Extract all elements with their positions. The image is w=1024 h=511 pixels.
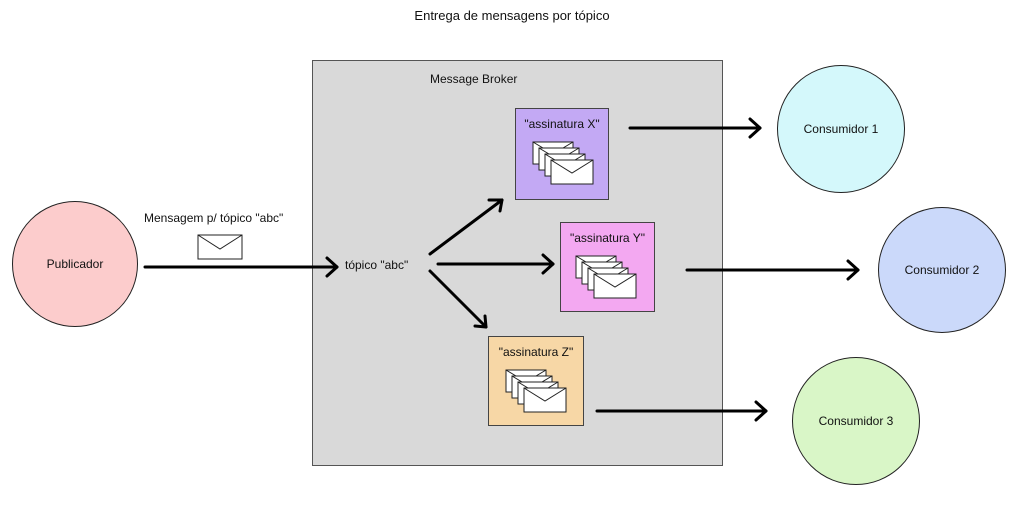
subscription-z-queue: "assinatura Z" <box>488 336 584 426</box>
consumer-3-node: Consumidor 3 <box>792 357 920 485</box>
arrow-z-to-consumer-3 <box>595 400 768 422</box>
message-label: Mensagem p/ tópico "abc" <box>144 211 284 225</box>
envelope-stack-icon <box>532 141 594 185</box>
arrow-x-to-consumer-1 <box>628 117 762 139</box>
subscription-z-label: "assinatura Z" <box>498 345 574 359</box>
envelope-icon <box>197 234 243 260</box>
consumer-1-label: Consumidor 1 <box>803 122 879 136</box>
subscription-y-queue: "assinatura Y" <box>560 222 655 312</box>
arrow-publisher-to-topic <box>143 256 339 278</box>
arrow-topic-to-subscription-z <box>428 269 488 329</box>
subscription-y-label: "assinatura Y" <box>569 231 645 245</box>
subscription-x-queue: "assinatura X" <box>515 108 609 200</box>
publisher-node: Publicador <box>12 201 138 327</box>
envelope-stack-icon <box>575 255 637 299</box>
envelope-stack-icon <box>505 369 567 413</box>
consumer-2-label: Consumidor 2 <box>904 263 980 277</box>
diagram-title: Entrega de mensagens por tópico <box>414 8 610 23</box>
message-broker-label: Message Broker <box>430 72 518 86</box>
subscription-x-label: "assinatura X" <box>524 117 600 131</box>
topic-label: tópico "abc" <box>345 258 409 272</box>
consumer-2-node: Consumidor 2 <box>878 207 1006 333</box>
consumer-1-node: Consumidor 1 <box>777 65 905 193</box>
arrow-y-to-consumer-2 <box>685 259 860 281</box>
consumer-3-label: Consumidor 3 <box>818 414 894 428</box>
publisher-label: Publicador <box>46 257 104 271</box>
arrow-topic-to-subscription-x <box>428 198 504 256</box>
arrow-topic-to-subscription-y <box>436 253 555 275</box>
